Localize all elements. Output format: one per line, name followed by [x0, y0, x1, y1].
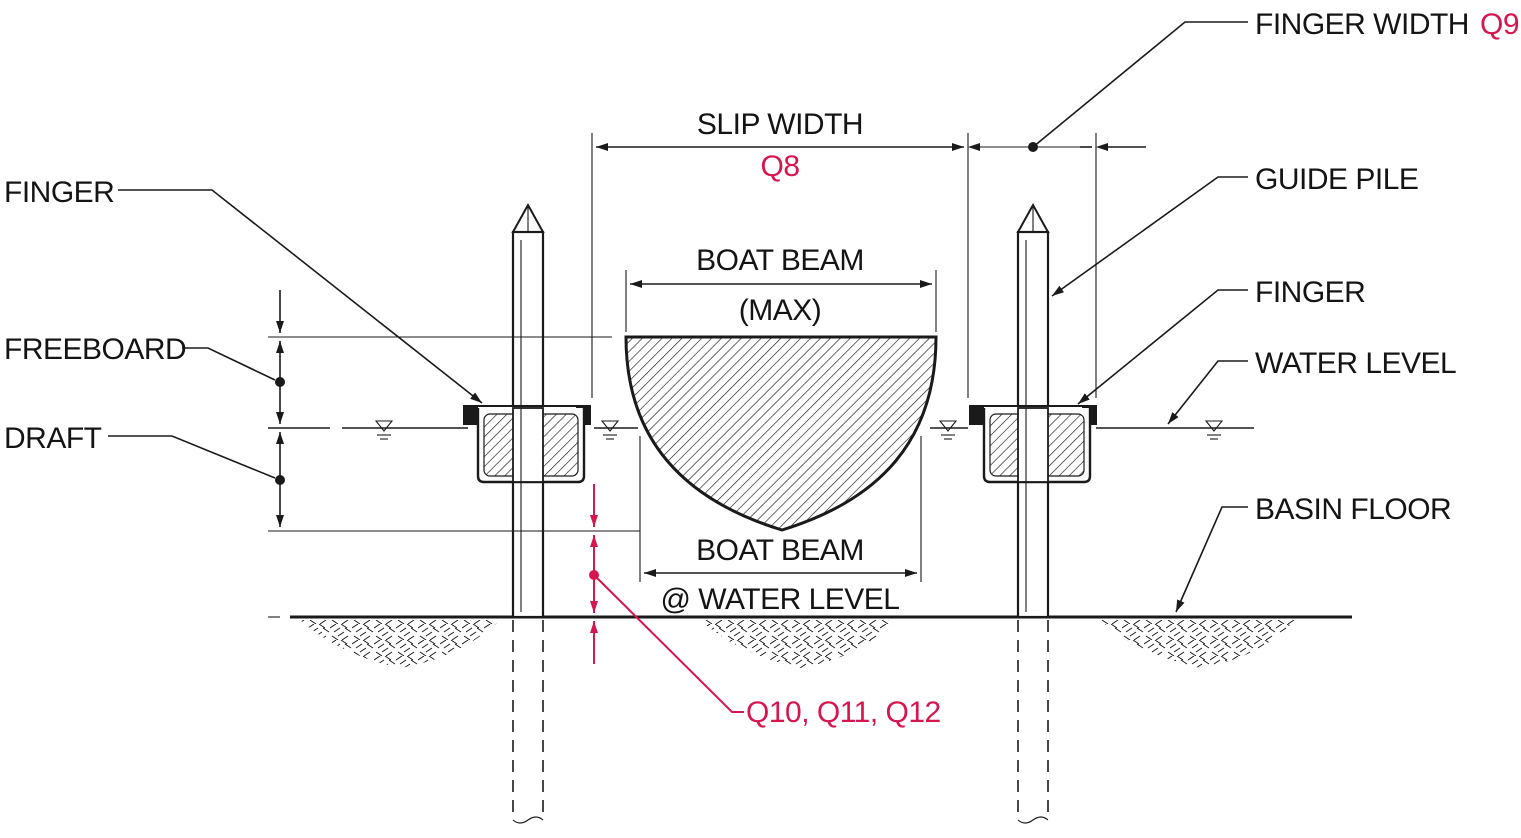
leader-lines: [108, 176, 1248, 613]
finger-right-label: FINGER: [1255, 276, 1365, 309]
q9-label: Q9: [1480, 8, 1519, 41]
boat-beam-water-level-label: BOAT BEAM: [696, 534, 864, 567]
finger-width-label: FINGER WIDTH: [1255, 8, 1469, 41]
right-finger-dock: [969, 405, 1097, 484]
diagram-labels: FINGER WIDTH Q9 SLIP WIDTH Q8 FINGER GUI…: [4, 8, 1520, 729]
water-level-symbol-icon: [374, 420, 1224, 440]
finger-left-label: FINGER: [4, 176, 114, 209]
left-guide-pile: [511, 202, 545, 824]
water-level-label: WATER LEVEL: [1255, 347, 1456, 380]
basin-floor: [268, 615, 1352, 668]
draft-label: DRAFT: [4, 422, 102, 455]
boat-hull: [624, 335, 938, 532]
boat-beam-max-label: BOAT BEAM: [696, 244, 864, 277]
freeboard-draft-dimension: [268, 290, 640, 532]
finger-width-dimension: [968, 21, 1248, 398]
q10-q11-q12-label: Q10, Q11, Q12: [746, 696, 941, 729]
q8-label: Q8: [760, 150, 799, 183]
slip-width-label: SLIP WIDTH: [697, 108, 863, 141]
left-finger-dock: [463, 405, 591, 484]
under-keel-clearance-dimension: [589, 484, 744, 713]
right-guide-pile: [1016, 202, 1050, 824]
slip-width-dimension: [591, 133, 969, 398]
guide-pile-label: GUIDE PILE: [1255, 163, 1418, 196]
boat-beam-max-sub-label: (MAX): [739, 294, 822, 327]
boat-beam-water-level-sub-label: @ WATER LEVEL: [660, 583, 899, 616]
boat-beam-max-dimension: [625, 270, 937, 332]
basin-floor-label: BASIN FLOOR: [1255, 493, 1451, 526]
boat-beam-water-level-dimension: [639, 436, 922, 582]
freeboard-label: FREEBOARD: [4, 333, 186, 366]
